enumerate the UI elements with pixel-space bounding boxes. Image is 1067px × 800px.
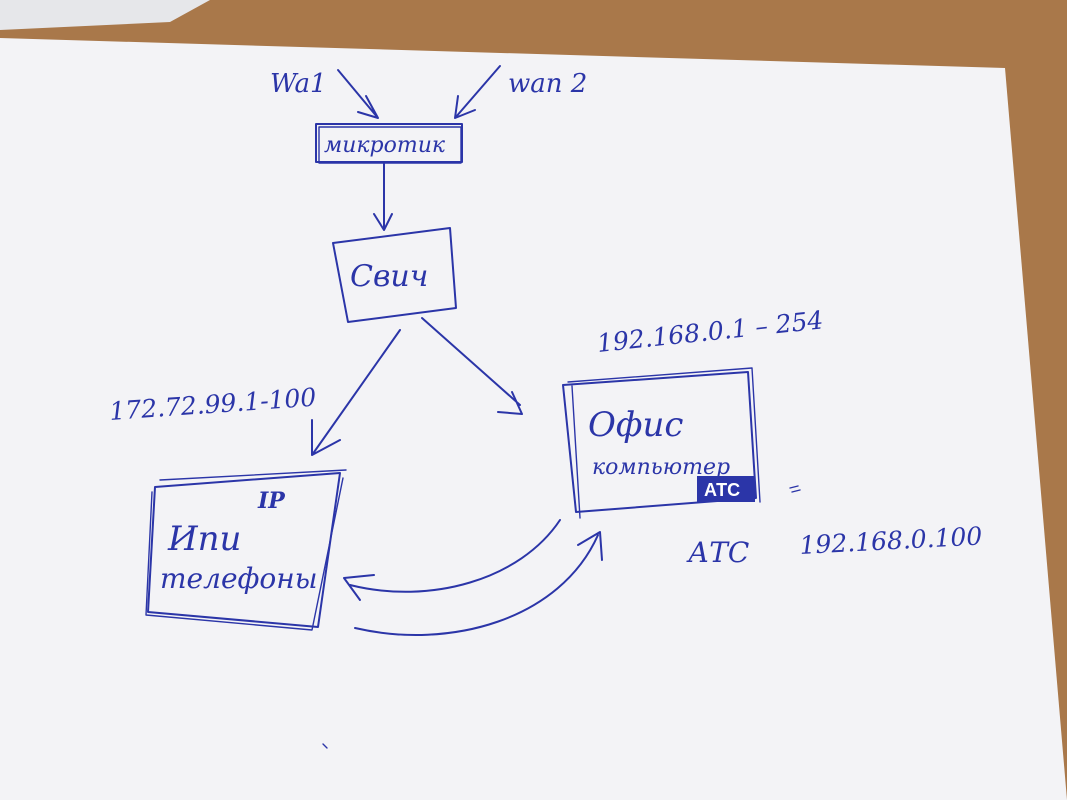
- office-node: Офис компьютер АТС: [562, 367, 761, 519]
- switch-node: Свич: [332, 227, 457, 323]
- phones-box: [147, 472, 341, 628]
- stray-mark-1: [789, 485, 801, 493]
- wan1-label: Wa1: [270, 69, 327, 99]
- office-box: [562, 371, 757, 513]
- phones-box-sketch: [145, 469, 347, 631]
- phones-label-line2: телефоны: [160, 562, 318, 595]
- phones-to-office-curve: [354, 531, 603, 636]
- router-to-switch-arrow: [373, 163, 393, 231]
- router-box: [315, 123, 463, 163]
- wan2-label: wan 2: [508, 69, 587, 99]
- phones-tag: IP: [257, 488, 286, 514]
- wan1-arrow: [337, 69, 379, 119]
- phones-label-line1: Ипи: [167, 519, 241, 559]
- stray-mark-2: [322, 743, 328, 749]
- router-label: микротик: [324, 133, 446, 158]
- ats-badge: [697, 476, 755, 502]
- ats-note-label: АТС: [686, 536, 749, 569]
- office-box-sketch: [567, 367, 761, 519]
- office-to-phones-curve: [343, 519, 561, 601]
- wan2-arrow: [454, 65, 501, 119]
- paper-shadow-corner: [0, 0, 210, 30]
- paper-sheet: [0, 38, 1067, 800]
- router-node: микротик: [315, 123, 463, 164]
- switch-to-phones-arrow: [311, 329, 401, 456]
- office-label-line2: компьютер: [592, 455, 730, 480]
- phones-node: IP Ипи телефоны: [145, 469, 347, 631]
- switch-label: Свич: [350, 259, 428, 294]
- switch-box: [332, 227, 457, 323]
- ats-badge-label: АТС: [704, 480, 740, 500]
- office-label-line1: Офис: [588, 405, 683, 445]
- router-box-outline-2: [318, 126, 462, 164]
- switch-to-office-arrow: [421, 317, 523, 415]
